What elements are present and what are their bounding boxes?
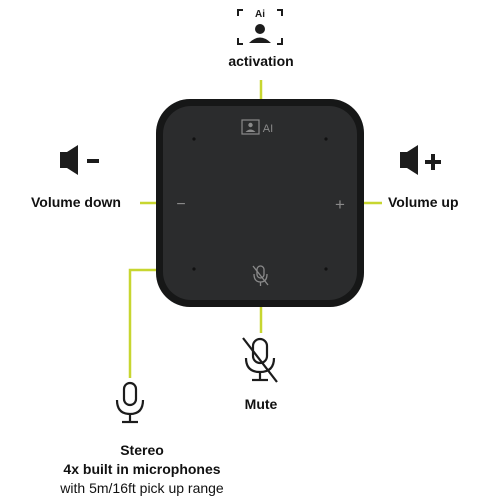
stereo-title: Stereo xyxy=(120,442,164,458)
microphone-icon xyxy=(115,381,145,424)
device-mic-dot xyxy=(192,137,196,141)
device-mute-button[interactable] xyxy=(252,265,269,286)
activation-label: activation xyxy=(228,53,294,69)
pickup-range: with 5m/16ft pick up range xyxy=(60,480,224,496)
volume-up-label: Volume up xyxy=(388,194,459,210)
ai-framing-icon: Ai xyxy=(237,9,283,45)
device-volume-down-button[interactable]: − xyxy=(176,196,185,213)
device-mic-dot xyxy=(324,137,328,141)
device-ai-text: AI xyxy=(263,123,273,135)
speaker-minus-icon xyxy=(60,145,99,175)
volume-down-label: Volume down xyxy=(31,194,121,210)
device-volume-up-button[interactable]: + xyxy=(335,195,345,214)
speaker-plus-icon xyxy=(400,145,441,175)
device-top-surface xyxy=(163,106,357,300)
mute-label: Mute xyxy=(244,396,278,412)
microphones-count: 4x built in microphones xyxy=(63,461,221,477)
conference-speaker-device: AI − + xyxy=(156,99,364,307)
microphone-muted-icon xyxy=(242,337,278,383)
device-mic-dot xyxy=(192,267,196,271)
device-mic-dot xyxy=(324,267,328,271)
microphones-caption: Stereo 4x built in microphones with 5m/1… xyxy=(60,441,223,498)
ai-frame-text: Ai xyxy=(255,9,265,20)
device-ai-button[interactable]: AI xyxy=(241,119,273,135)
